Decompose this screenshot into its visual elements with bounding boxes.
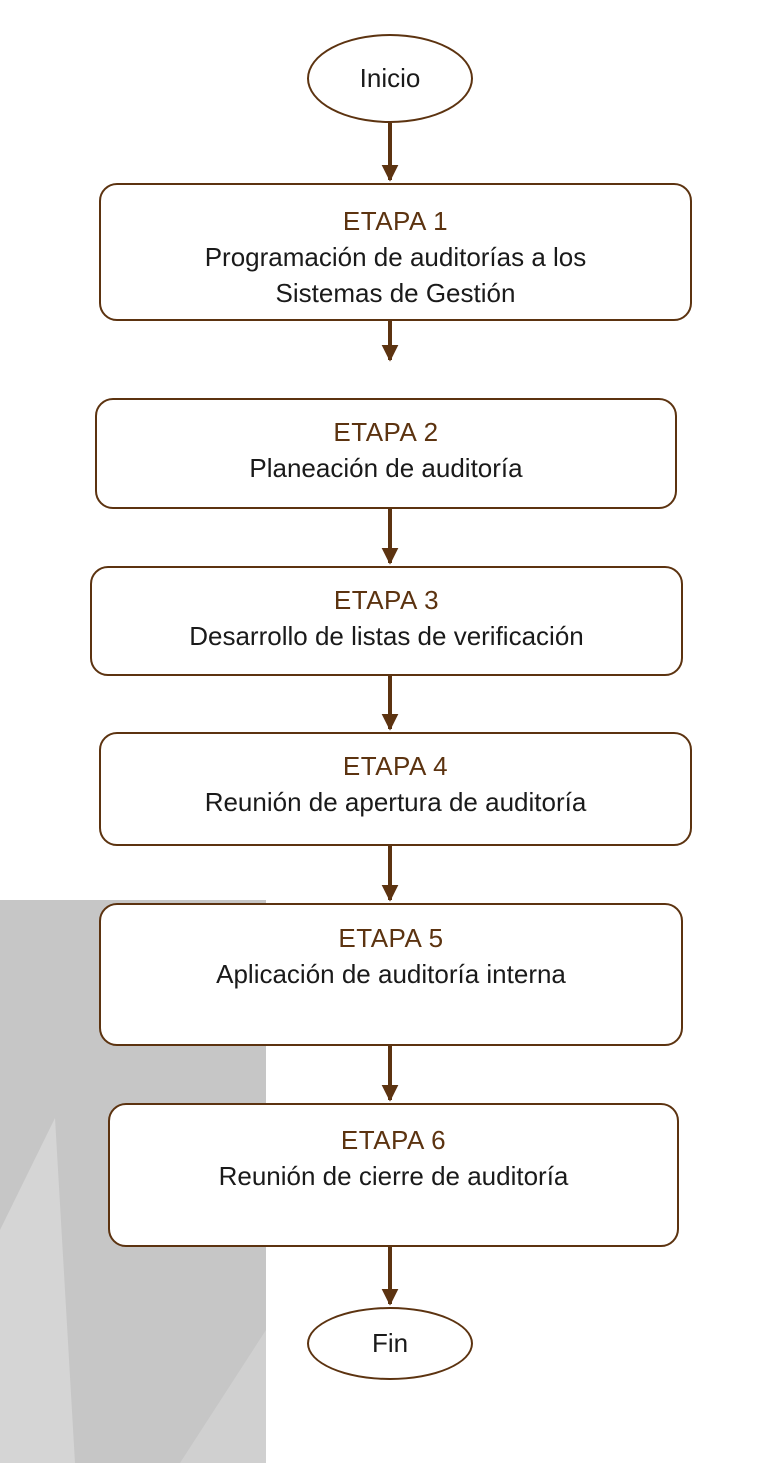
step-2-title: ETAPA 2 xyxy=(333,417,439,447)
step-4-description: Reunión de apertura de auditoría xyxy=(204,787,587,817)
start-label: Inicio xyxy=(359,63,421,93)
end-terminal: Fin xyxy=(307,1307,473,1380)
step-3-title: ETAPA 3 xyxy=(333,585,440,615)
step-6-title: ETAPA 6 xyxy=(340,1125,447,1155)
step-6-description: Reunión de cierre de auditoría xyxy=(218,1161,569,1191)
step-2-description: Planeación de auditoría xyxy=(249,453,523,483)
start-terminal: Inicio xyxy=(307,34,473,123)
background-shape xyxy=(0,1118,75,1463)
step-5-description: Aplicación de auditoría interna xyxy=(216,959,566,989)
step-5-box: ETAPA 5 Aplicación de auditoría interna xyxy=(99,903,683,1046)
step-3-box: ETAPA 3 Desarrollo de listas de verifica… xyxy=(90,566,683,676)
background-shape xyxy=(180,1330,266,1463)
end-label: Fin xyxy=(371,1328,409,1358)
step-4-title: ETAPA 4 xyxy=(342,751,449,781)
step-5-title: ETAPA 5 xyxy=(338,923,444,953)
step-2-box: ETAPA 2 Planeación de auditoría xyxy=(95,398,677,509)
step-1-title: ETAPA 1 xyxy=(342,206,449,236)
step-1-description: Programación de auditorías a los Sistema… xyxy=(204,242,587,308)
step-6-box: ETAPA 6 Reunión de cierre de auditoría xyxy=(108,1103,679,1247)
step-4-box: ETAPA 4 Reunión de apertura de auditoría xyxy=(99,732,692,846)
step-1-box: ETAPA 1 Programación de auditorías a los… xyxy=(99,183,692,321)
step-3-description: Desarrollo de listas de verificación xyxy=(189,621,584,651)
